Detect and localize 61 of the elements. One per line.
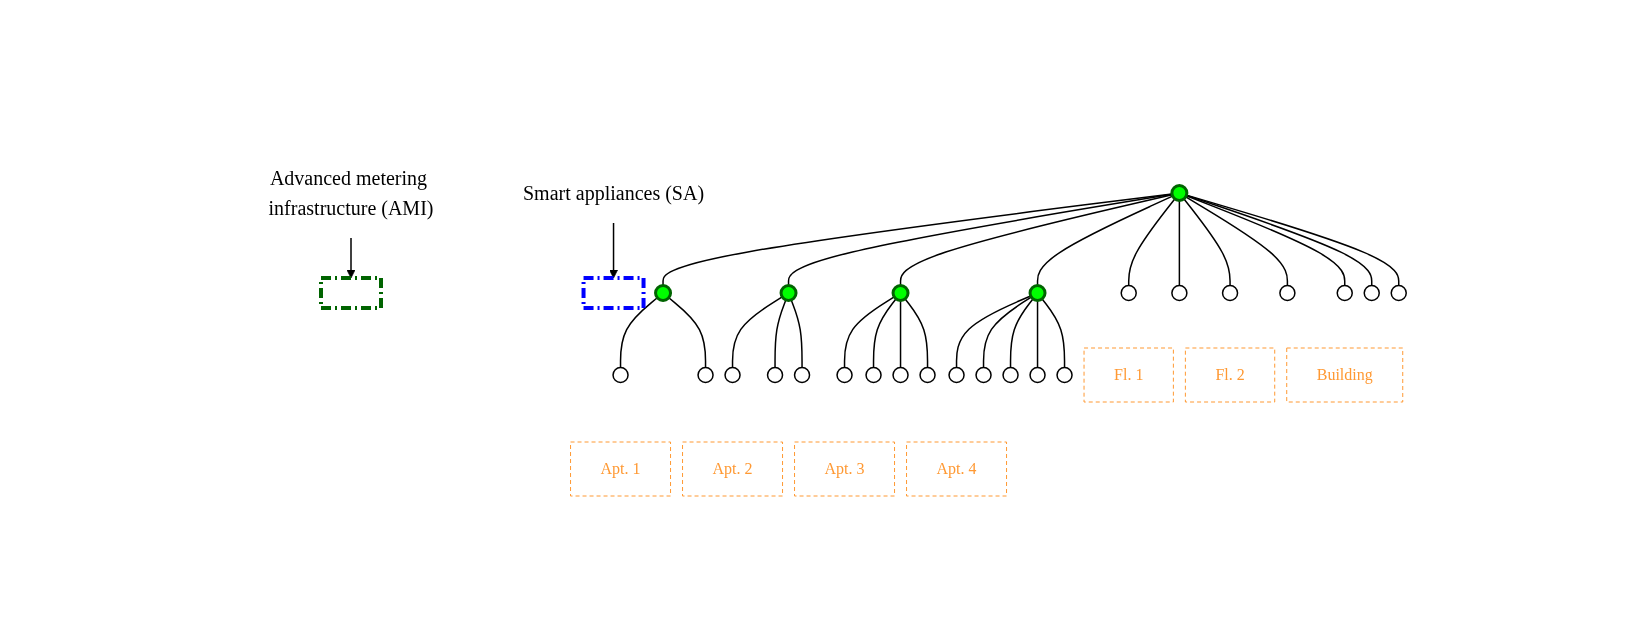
connector	[788, 193, 1174, 286]
node-box	[581, 275, 646, 310]
connector	[873, 297, 898, 368]
node-circle	[1029, 366, 1047, 383]
arrow	[609, 221, 619, 278]
node-box: Apt. 4	[906, 441, 1008, 496]
connector	[662, 192, 1174, 286]
node-circle	[919, 366, 937, 383]
node-circle	[779, 283, 798, 302]
connector	[1128, 197, 1176, 286]
node-circle	[891, 283, 910, 302]
connector	[844, 295, 896, 368]
node-circle	[697, 366, 715, 383]
connector	[1037, 299, 1039, 368]
node-circle	[1028, 283, 1047, 302]
node-circle	[1056, 366, 1074, 383]
connector	[620, 296, 659, 368]
node-circle	[975, 366, 993, 383]
arrow	[347, 236, 356, 278]
node-circle	[1170, 183, 1189, 202]
node-circle	[654, 283, 673, 302]
node-circle	[1390, 284, 1408, 301]
node-circle	[1222, 284, 1239, 301]
connector	[668, 296, 707, 368]
node-box: Apt. 1	[570, 441, 672, 496]
node-circle	[612, 366, 630, 383]
connector	[1041, 297, 1066, 368]
connector	[900, 193, 1174, 286]
connector	[956, 294, 1032, 368]
connector	[774, 298, 787, 368]
connector	[1010, 297, 1035, 368]
connector	[983, 295, 1033, 368]
node-box: Apt. 3	[794, 441, 896, 496]
node-circle	[865, 366, 883, 383]
connector	[790, 298, 804, 368]
node-circle	[1171, 284, 1188, 301]
node-text: Advanced metering infrastructure (AMI)	[268, 166, 434, 219]
node-box: Fl. 2	[1185, 347, 1276, 402]
node-circle	[948, 366, 966, 383]
connector	[1185, 195, 1289, 286]
connector	[1179, 199, 1181, 286]
connector	[904, 297, 929, 368]
node-box: Apt. 2	[682, 441, 784, 496]
node-circle	[724, 366, 742, 383]
node-box: Building	[1286, 347, 1404, 402]
node-circle	[1002, 366, 1020, 383]
connector	[1037, 194, 1174, 286]
node-circle	[892, 366, 910, 383]
node-box	[319, 275, 384, 310]
node-box: Fl. 1	[1083, 347, 1175, 402]
node-circle	[794, 366, 811, 383]
node-circle	[1363, 284, 1381, 301]
node-circle	[1120, 284, 1138, 301]
connector	[900, 299, 902, 368]
node-text: Smart appliances (SA)	[523, 181, 705, 204]
node-circle	[767, 366, 784, 383]
node-circle	[836, 366, 854, 383]
connector	[732, 295, 784, 368]
connector	[1183, 197, 1232, 286]
node-circle	[1336, 284, 1354, 301]
node-circle	[1279, 284, 1296, 301]
